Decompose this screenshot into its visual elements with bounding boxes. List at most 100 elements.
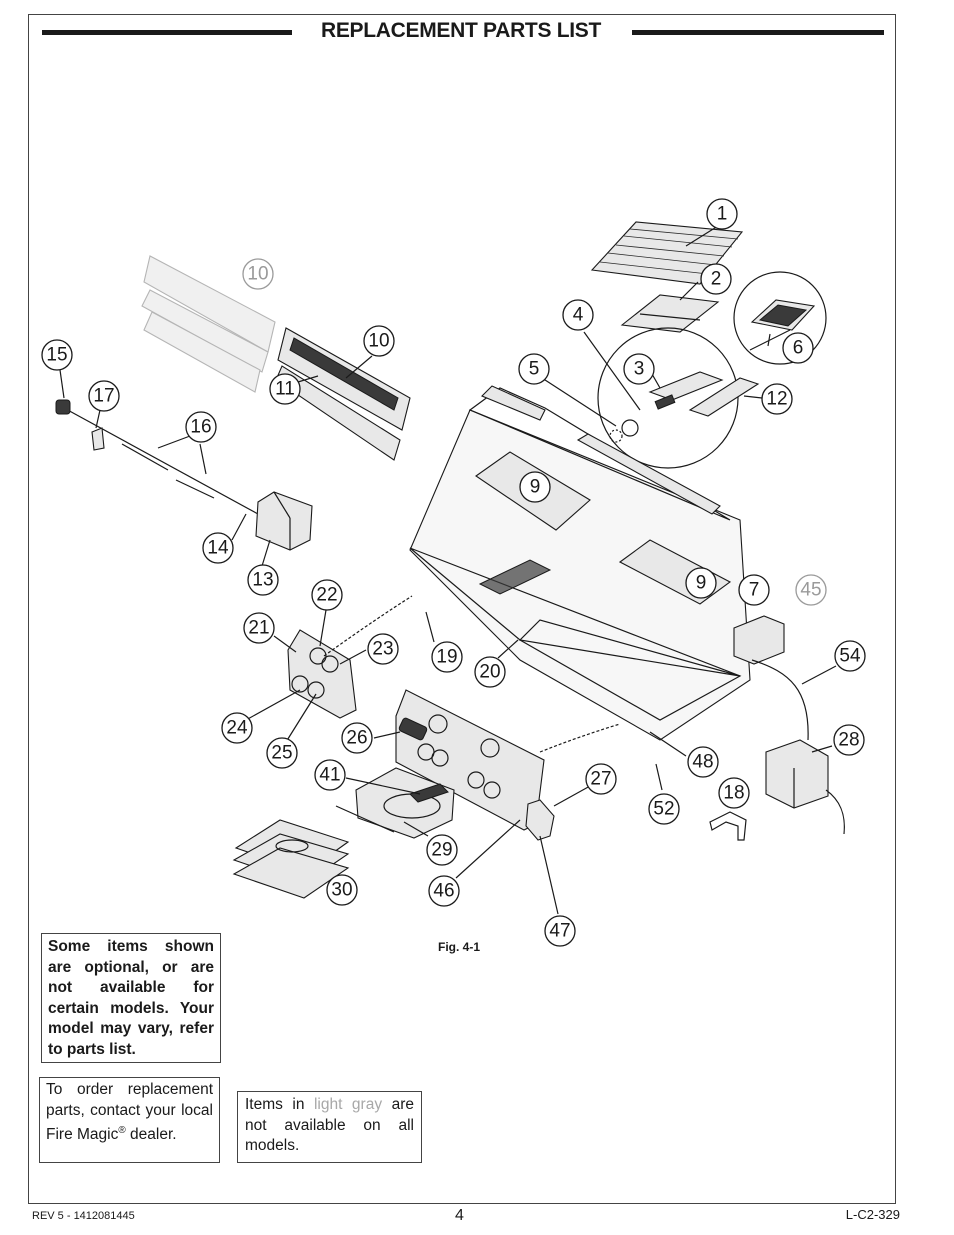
ordering-note: To order replacement parts, contact your… [39,1077,220,1163]
electrical-box [733,615,785,665]
callout-30: 30 [326,874,358,906]
gray-note-suffix: are not available on all models. [245,1096,414,1154]
callout-6: 6 [782,332,814,364]
callout-48: 48 [687,746,719,778]
svg-text:10: 10 [247,264,268,285]
callout-13: 13 [247,564,279,596]
callout-47: 47 [544,915,576,947]
svg-text:11: 11 [275,379,295,400]
svg-text:10: 10 [368,331,389,352]
griddle-stack [232,819,350,899]
callout-5: 5 [518,353,550,385]
svg-text:29: 29 [431,840,452,861]
svg-text:27: 27 [590,769,611,790]
page-title: REPLACEMENT PARTS LIST [320,19,602,42]
svg-text:7: 7 [749,580,760,601]
callout-9-upper: 9 [519,471,551,503]
title-rule-left [42,30,292,35]
svg-text:9: 9 [530,477,541,498]
svg-text:26: 26 [346,728,367,749]
side-valve-panel [287,629,357,719]
callout-7: 7 [738,574,770,606]
optional-items-text: Some items shown are optional, or are no… [48,938,214,1058]
svg-text:12: 12 [766,389,787,410]
svg-text:21: 21 [248,618,269,639]
figure-label: Fig. 4-1 [438,940,481,954]
optional-items-note: Some items shown are optional, or are no… [41,933,221,1063]
svg-text:45: 45 [800,580,821,601]
clip-bracket [709,811,747,841]
callout-14: 14 [202,532,234,564]
svg-text:9: 9 [696,573,707,594]
svg-text:15: 15 [46,345,67,366]
svg-text:14: 14 [207,538,229,559]
burner-assembly [609,371,760,443]
svg-text:41: 41 [319,765,340,786]
callout-16: 16 [185,411,217,443]
callout-41: 41 [314,759,346,791]
door-bracket [525,799,555,841]
svg-text:20: 20 [479,662,500,683]
svg-text:5: 5 [529,359,540,380]
svg-text:52: 52 [653,799,674,820]
callout-10: 10 [363,325,395,357]
callout-25: 25 [266,737,298,769]
callout-18: 18 [718,777,750,809]
svg-text:28: 28 [838,730,859,751]
page-number: 4 [455,1207,464,1224]
callout-29: 29 [426,834,458,866]
callout-15: 15 [41,339,73,371]
svg-text:48: 48 [692,752,713,773]
callout-52: 52 [648,793,680,825]
rotisserie-burner [749,299,816,351]
svg-text:23: 23 [372,639,393,660]
svg-text:16: 16 [190,417,211,438]
callout-45-gray: 45 [795,574,827,606]
svg-text:30: 30 [331,880,352,901]
svg-text:13: 13 [252,570,273,591]
grill-body [409,385,751,741]
callout-23: 23 [367,633,399,665]
svg-text:1: 1 [717,204,728,225]
callout-24: 24 [221,712,253,744]
callout-list: 1 2 4 6 5 3 12 10 10 11 15 17 16 9 14 13… [41,198,866,947]
ordering-suffix: dealer. [125,1126,177,1144]
rotisserie-spit [55,399,259,515]
svg-text:18: 18 [723,783,744,804]
callout-4: 4 [562,299,594,331]
callout-9-lower: 9 [685,567,717,599]
callout-27: 27 [585,763,617,795]
callout-46: 46 [428,875,460,907]
svg-text:54: 54 [839,646,861,667]
svg-text:3: 3 [634,359,645,380]
registered-mark: ® [118,1125,126,1136]
callout-19: 19 [431,641,463,673]
svg-text:25: 25 [271,743,292,764]
svg-text:46: 46 [433,881,454,902]
leader-lines [59,225,837,915]
callout-12: 12 [761,383,793,415]
svg-text:17: 17 [93,386,114,407]
callout-3: 3 [623,353,655,385]
revision-label: REV 5 - 1412081445 [32,1210,135,1222]
rear-burner [275,327,411,461]
callout-28: 28 [833,724,865,756]
svg-text:47: 47 [549,921,570,942]
callout-2: 2 [700,263,732,295]
title-rule-right [632,30,884,35]
svg-text:4: 4 [573,305,584,326]
svg-text:24: 24 [226,718,248,739]
transformer [765,739,845,835]
svg-text:6: 6 [793,338,804,359]
gray-note-prefix: Items in [245,1096,314,1113]
page-frame [28,14,896,1204]
callout-20: 20 [474,656,506,688]
svg-text:2: 2 [711,269,722,290]
callout-22: 22 [311,579,343,611]
rear-burner-gray [141,255,276,393]
callout-17: 17 [88,380,120,412]
callout-10-gray: 10 [242,258,274,290]
gray-note-highlight: light gray [313,1096,383,1113]
ordering-text: To order replacement parts, contact your… [46,1081,213,1144]
